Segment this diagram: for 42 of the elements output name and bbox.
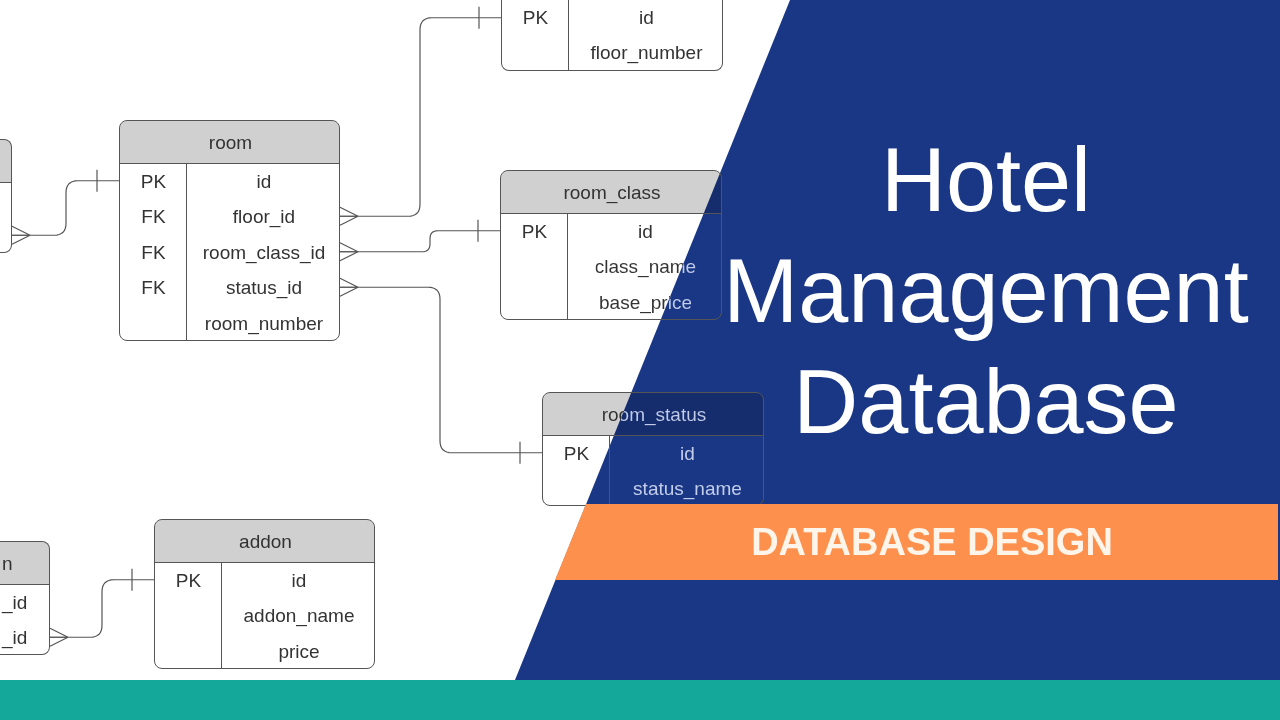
key-label: FK bbox=[141, 277, 166, 300]
table-name: addon bbox=[239, 530, 292, 553]
relationship-line bbox=[49, 568, 155, 647]
table-name: n bbox=[2, 552, 13, 575]
field-name: room_number bbox=[204, 312, 324, 335]
entity-table bbox=[501, 0, 723, 71]
field-name: floor_number bbox=[590, 42, 703, 65]
field-name: id bbox=[256, 170, 272, 193]
key-label: PK bbox=[563, 442, 590, 465]
entity-table bbox=[500, 170, 722, 320]
title: Hotel Management Database bbox=[723, 129, 1249, 454]
field-name: _id bbox=[2, 627, 28, 650]
field-name: status_name bbox=[633, 478, 742, 501]
entity-table bbox=[0, 541, 50, 655]
relationship-line bbox=[11, 169, 120, 245]
banner bbox=[555, 504, 1278, 580]
table-name: room_class bbox=[563, 181, 661, 204]
relationship-line bbox=[339, 6, 502, 226]
entity-table bbox=[0, 139, 12, 253]
table-name: room bbox=[208, 131, 253, 154]
entity-table bbox=[542, 392, 764, 506]
entity-table bbox=[154, 519, 375, 669]
relationship-line bbox=[339, 219, 501, 262]
field-name: id bbox=[680, 442, 695, 465]
key-label: PK bbox=[522, 6, 549, 29]
key-label: PK bbox=[521, 220, 548, 243]
field-name: _id bbox=[2, 591, 28, 614]
key-label: FK bbox=[141, 206, 166, 229]
key-label: PK bbox=[140, 170, 167, 193]
entity-table bbox=[119, 120, 340, 341]
field-name: id bbox=[638, 220, 653, 243]
key-label: PK bbox=[175, 569, 202, 592]
field-name: status_id bbox=[226, 277, 302, 300]
field-name: room_class_id bbox=[202, 241, 326, 264]
field-name: id bbox=[291, 569, 307, 592]
relationship-line bbox=[339, 277, 543, 465]
field-name: id bbox=[639, 6, 654, 29]
key-label: FK bbox=[141, 241, 166, 264]
banner-text: DATABASE DESIGN bbox=[751, 520, 1113, 564]
field-name: addon_name bbox=[243, 605, 355, 628]
field-name: price bbox=[278, 640, 320, 663]
field-name: floor_id bbox=[232, 206, 296, 229]
